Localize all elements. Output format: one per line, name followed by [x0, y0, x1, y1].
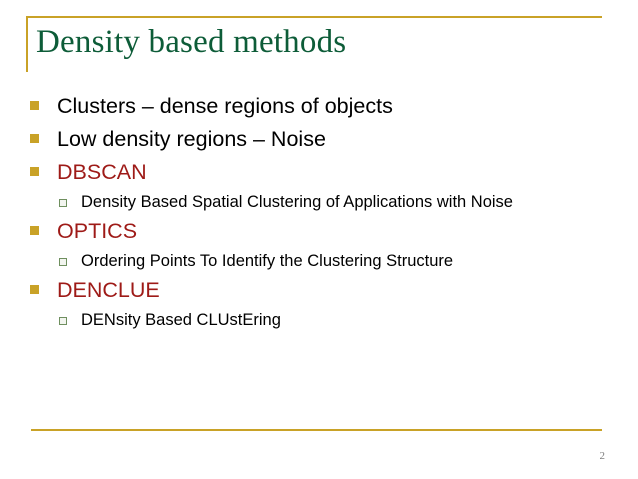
footer-rule — [31, 429, 602, 431]
hollow-square-bullet-icon — [59, 317, 67, 325]
bullet-item-level-2: Ordering Points To Identify the Clusteri… — [59, 250, 608, 272]
filled-square-bullet-icon — [30, 285, 39, 294]
bullet-text: DENsity Based CLUstEring — [81, 311, 281, 329]
filled-square-bullet-icon — [30, 134, 39, 143]
hollow-square-bullet-icon — [59, 199, 67, 207]
bullet-text: OPTICS — [57, 219, 138, 243]
bullet-text: DENCLUE — [57, 278, 160, 302]
slide-title: Density based methods — [36, 24, 347, 60]
bullet-text: Ordering Points To Identify the Clusteri… — [81, 252, 454, 270]
bullet-text: Low density regions – Noise — [57, 127, 326, 151]
filled-square-bullet-icon — [30, 226, 39, 235]
filled-square-bullet-icon — [30, 101, 39, 110]
title-top-rule — [26, 16, 602, 18]
bullet-item-level-1: Low density regions – Noise — [30, 125, 608, 153]
page-number: 2 — [599, 450, 606, 462]
bullet-item-level-1: DBSCAN — [30, 158, 608, 186]
bullet-item-level-1: OPTICS — [30, 217, 608, 245]
filled-square-bullet-icon — [30, 167, 39, 176]
bullet-text: DBSCAN — [57, 160, 147, 184]
bullet-text: Density Based Spatial Clustering of Appl… — [81, 193, 513, 211]
title-left-rule — [26, 16, 28, 72]
bullet-item-level-2: Density Based Spatial Clustering of Appl… — [59, 191, 608, 213]
bullet-item-level-2: DENsity Based CLUstEring — [59, 309, 608, 331]
hollow-square-bullet-icon — [59, 258, 67, 266]
bullet-item-level-1: DENCLUE — [30, 276, 608, 304]
bullet-text: Clusters – dense regions of objects — [57, 94, 393, 118]
bullet-item-level-1: Clusters – dense regions of objects — [30, 92, 608, 120]
